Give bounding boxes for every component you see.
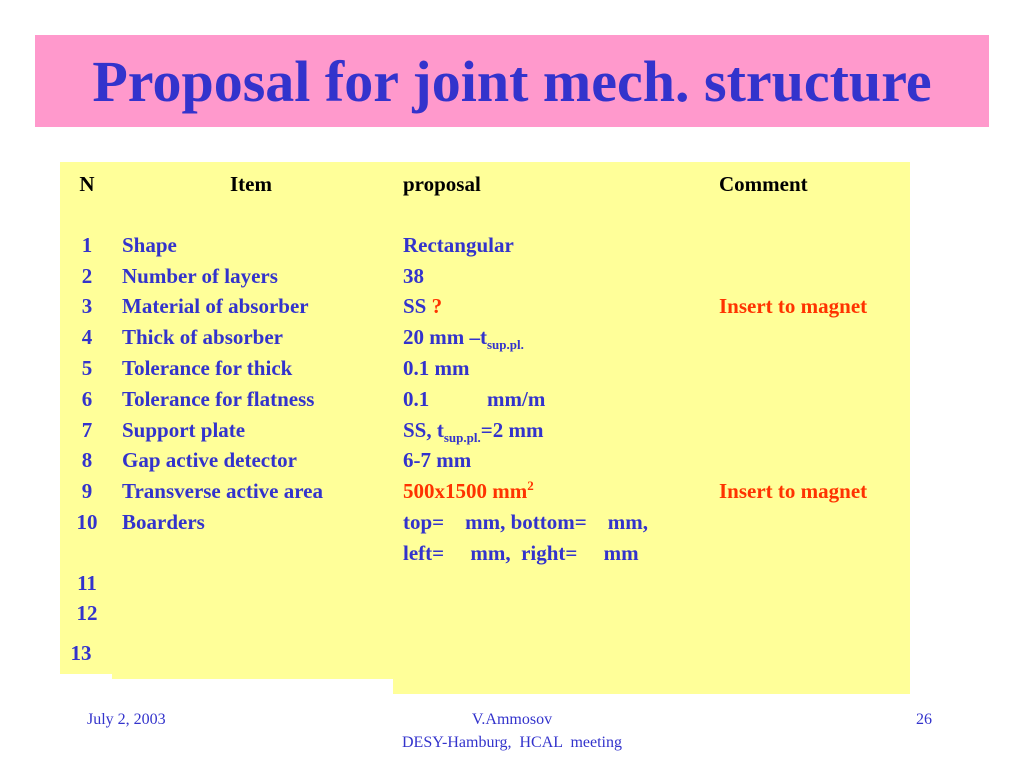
row-item: Tolerance for flatness [122,387,315,411]
row-item: Thick of absorber [122,325,284,349]
footer-date: July 2, 2003 [87,711,166,728]
row-proposal: 20 mm –tsup.pl. [403,325,524,352]
footer-author: V.Ammosov [471,711,553,728]
row-proposal: 0.1 mm [403,356,470,380]
row-number: 4 [81,325,93,349]
table-column-item-background [112,162,393,679]
row-number: 5 [81,356,93,380]
header-item: Item [230,172,272,196]
row-proposal: 0.1 mm/m [403,387,546,411]
row-number: 9 [81,479,93,503]
row-item: Tolerance for thick [122,356,293,380]
row-proposal: 38 [403,264,424,288]
row-number: 10 [76,510,98,534]
row-item: Support plate [122,418,246,442]
row-number: 13 [70,641,92,665]
proposal-text: SS, t [403,418,444,442]
proposal-text: 20 mm –t [403,325,487,349]
row-proposal: 500x1500 mm2 [403,479,534,503]
proposal-text: 500x1500 mm [403,479,528,503]
row-comment: Insert to magnet [719,479,868,503]
row-number: 3 [81,294,93,318]
row-comment: Insert to magnet [719,294,868,318]
proposal-text: SS [403,294,427,318]
row-proposal: 6-7 mm [403,448,472,472]
row-item: Gap active detector [122,448,297,472]
proposal-subscript: sup.pl. [443,430,481,445]
header-comment: Comment [719,172,808,196]
row-proposal: top= mm, bottom= mm, [403,510,648,534]
row-item: Boarders [122,510,205,534]
proposal-superscript: 2 [527,478,534,493]
row-proposal: SS, tsup.pl.=2 mm [403,418,544,445]
row-number: 7 [81,418,93,442]
row-number: 1 [81,233,93,257]
row-number: 8 [81,448,93,472]
proposal-subscript: sup.pl. [486,337,524,352]
row-item: Number of layers [122,264,278,288]
header-n: N [79,172,95,196]
row-number: 12 [76,601,98,625]
question-mark: ? [431,294,443,318]
proposal-text-after: =2 mm [480,418,544,442]
row-item: Transverse active area [122,479,323,503]
row-proposal: SS ? [403,294,442,318]
footer-page-number: 26 [916,711,932,728]
table-column-proposal-background [393,162,910,694]
title-banner: Proposal for joint mech. structure [35,35,989,127]
row-item: Material of absorber [122,294,309,318]
row-number: 6 [81,387,93,411]
row-number: 11 [77,571,97,595]
row-proposal: Rectangular [403,233,514,257]
table-column-n-background [60,162,112,674]
row-proposal-line2: left= mm, right= mm [403,541,639,565]
slide-title: Proposal for joint mech. structure [92,48,932,114]
header-proposal: proposal [403,172,481,196]
row-item: Shape [122,233,177,257]
row-number: 2 [81,264,93,288]
footer-event: DESY-Hamburg, HCAL meeting [402,734,622,751]
